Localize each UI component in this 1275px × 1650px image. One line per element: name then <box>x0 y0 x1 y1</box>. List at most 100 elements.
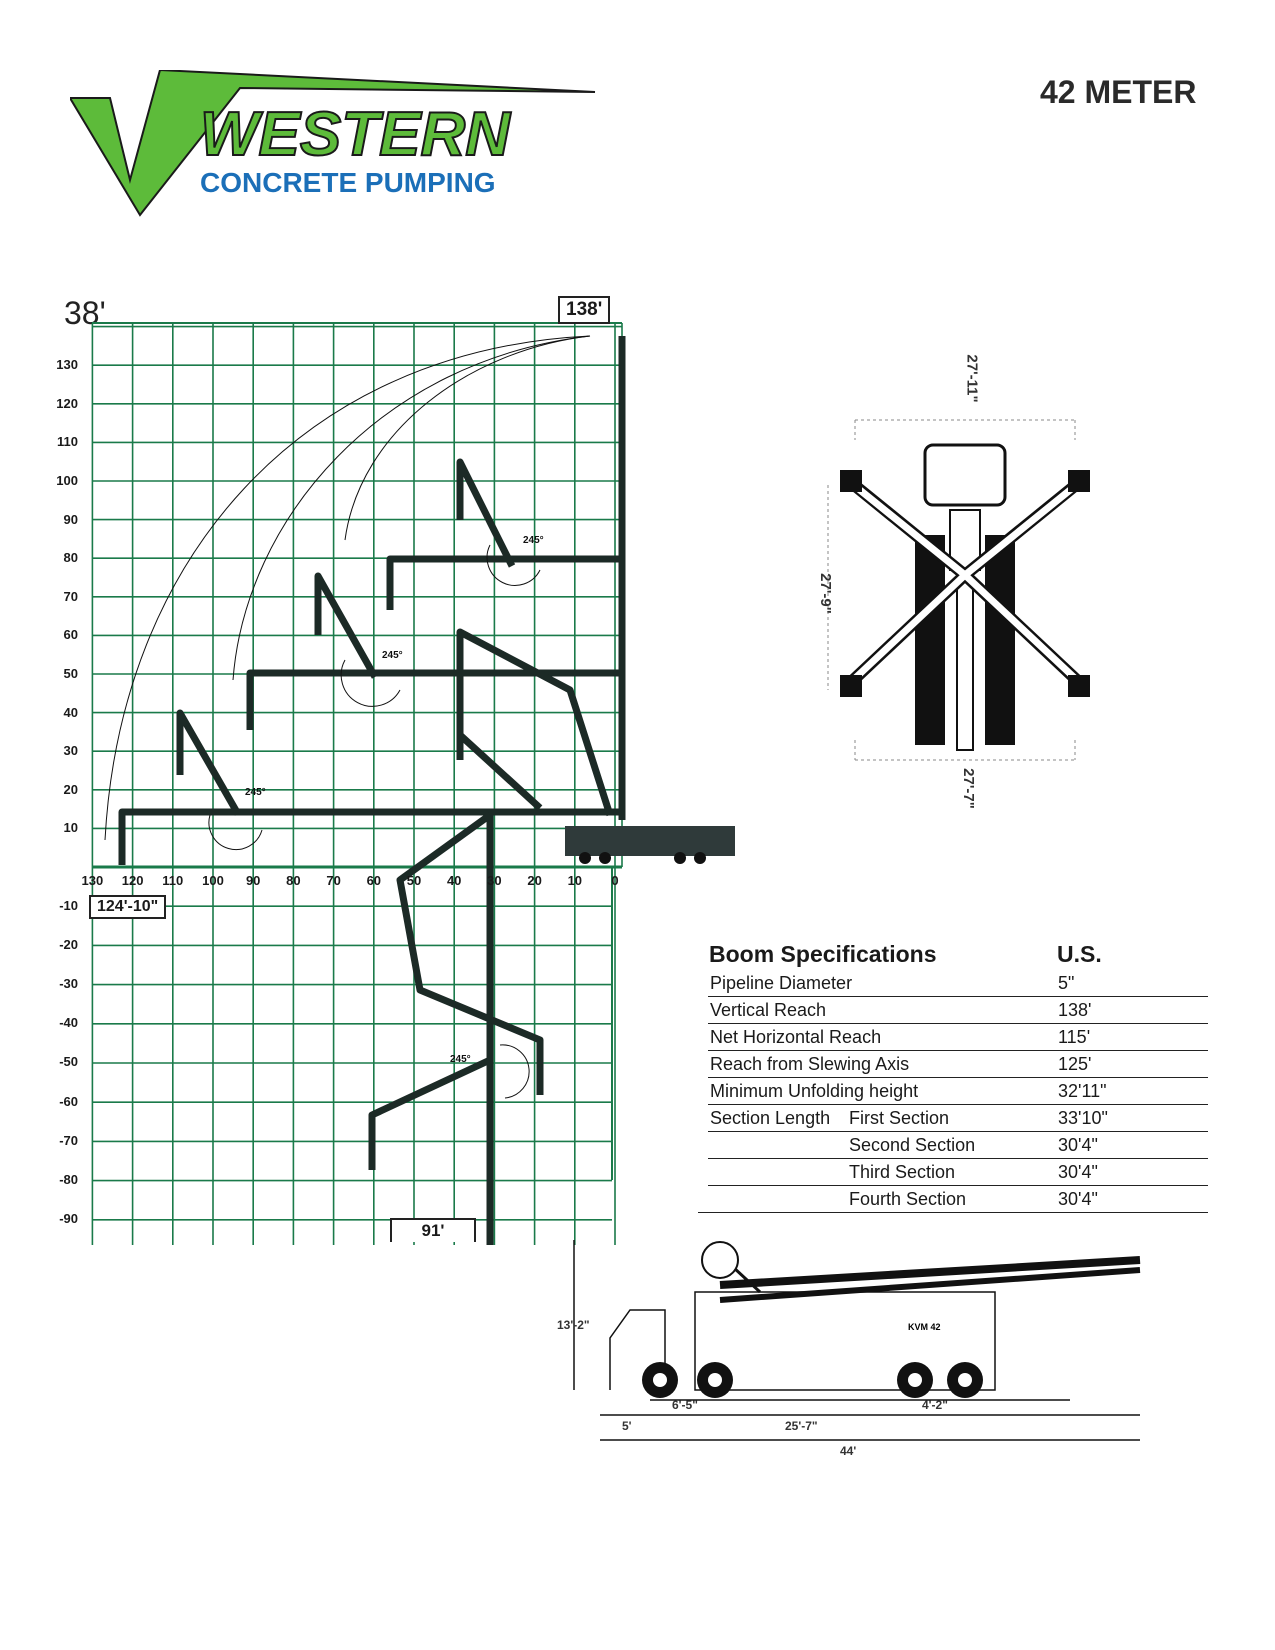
spec-value: 32'11" <box>1056 1077 1208 1105</box>
max-reach-label: 124'-10" <box>89 895 167 919</box>
spec-label: Section Length <box>708 1104 847 1132</box>
x-tick-label: 60 <box>366 873 382 888</box>
wheelbase-dim: 25'-7" <box>785 1419 818 1433</box>
y-tick-label: -50 <box>59 1054 78 1070</box>
reach-arc <box>232 335 591 681</box>
y-tick-label: 130 <box>56 357 78 373</box>
y-tick-label: 100 <box>56 473 78 488</box>
spec-value: 30'4" <box>1056 1185 1208 1213</box>
x-tick-label: 100 <box>202 873 224 888</box>
y-tick-label: -30 <box>59 976 78 991</box>
y-tick-label: 10 <box>63 820 78 836</box>
mini-truck-icon <box>565 826 735 864</box>
specs-heading: Boom Specifications <box>709 941 937 967</box>
specs-unit-heading: U.S. <box>1057 941 1102 967</box>
front-overhang-dim: 5' <box>622 1419 632 1433</box>
spec-label: Reach from Slewing Axis <box>708 1050 1056 1078</box>
y-tick-label: -80 <box>59 1172 78 1187</box>
spec-value: 5" <box>1056 970 1208 997</box>
x-tick-label: 30 <box>487 873 502 888</box>
front-axle-spacing-dim: 6'-5" <box>672 1398 698 1412</box>
spec-value: 125' <box>1056 1050 1208 1078</box>
spec-sub-label: Fourth Section <box>847 1185 1056 1213</box>
y-tick-label: 30 <box>63 743 78 759</box>
x-tick-label: 40 <box>446 873 462 888</box>
spec-label: Minimum Unfolding height <box>708 1077 1056 1105</box>
x-tick-label: 120 <box>121 873 144 888</box>
y-tick-label: -20 <box>59 936 78 952</box>
rear-axle-spacing-dim: 4'-2" <box>922 1398 948 1412</box>
logo-tagline: CONCRETE PUMPING <box>200 167 496 198</box>
x-tick-label: 80 <box>286 873 301 888</box>
reach-grid <box>91 322 623 1245</box>
x-tick-label: 10 <box>567 873 583 888</box>
y-tick-label: 50 <box>63 666 78 681</box>
outrigger-top-view <box>827 419 1090 761</box>
y-tick-label: 80 <box>63 550 78 566</box>
reach-arc <box>104 335 591 841</box>
spec-label <box>708 1185 847 1213</box>
truck-height-dim: 13'-2" <box>557 1318 590 1332</box>
angle-label: 245° <box>245 787 266 798</box>
y-tick-label: 90 <box>63 511 78 527</box>
spec-label: Vertical Reach <box>708 996 1056 1024</box>
overall-length-dim: 44' <box>840 1444 857 1458</box>
y-tick-label: 60 <box>63 627 78 643</box>
page-title: 42 METER <box>1040 74 1197 110</box>
angle-label: 245° <box>382 650 403 661</box>
spec-label <box>708 1131 847 1159</box>
logo-wordmark: WESTERN <box>200 100 511 169</box>
spec-sub-label: Second Section <box>847 1131 1056 1159</box>
max-depth-label: 91' <box>390 1218 476 1242</box>
y-tick-label: -90 <box>59 1211 78 1227</box>
x-tick-label: 0 <box>611 873 619 888</box>
x-tick-label: 70 <box>326 873 341 888</box>
x-tick-label: 130 <box>81 873 104 888</box>
spec-label <box>708 1158 847 1186</box>
spec-value: 115' <box>1056 1023 1208 1051</box>
spec-sub-label: Third Section <box>847 1158 1056 1186</box>
max-height-label: 138' <box>558 296 611 324</box>
x-tick-label: 50 <box>406 873 422 888</box>
spec-value: 30'4" <box>1056 1131 1208 1159</box>
boom-specifications-table: Boom Specifications U.S. Pipeline Diamet… <box>708 940 1208 1213</box>
reach-arc <box>344 335 591 541</box>
x-tick-label: 110 <box>162 873 184 888</box>
rear-width-dim: 27'-7" <box>959 768 977 809</box>
y-tick-label: 120 <box>56 395 78 411</box>
spec-value: 138' <box>1056 996 1208 1024</box>
western-logo: WESTERN CONCRETE PUMPING <box>70 70 596 217</box>
boom-positions <box>118 336 626 1245</box>
y-tick-label: -10 <box>59 897 78 913</box>
spec-label: Net Horizontal Reach <box>708 1023 1056 1051</box>
angle-label: 245° <box>450 1054 471 1065</box>
truck-side-view: KVM 42 <box>573 1240 1141 1441</box>
front-width-dim: 27'-11" <box>963 354 981 403</box>
side-spread-dim: 27'-9" <box>816 573 834 614</box>
y-tick-label: -40 <box>59 1015 78 1031</box>
angle-label: 245° <box>523 535 544 546</box>
spec-label: Pipeline Diameter <box>708 970 1056 997</box>
x-tick-label: 20 <box>527 873 542 888</box>
spec-value: 30'4" <box>1056 1158 1208 1186</box>
y-tick-label: 40 <box>63 704 78 720</box>
spec-value: 33'10" <box>1056 1104 1208 1132</box>
y-tick-label: -60 <box>59 1093 78 1109</box>
x-tick-label: 90 <box>245 873 261 888</box>
spec-sub-label: First Section <box>847 1104 1056 1132</box>
y-tick-label: 70 <box>63 588 78 604</box>
y-tick-label: -70 <box>59 1132 78 1148</box>
table-end-rule <box>698 1212 1170 1213</box>
truck-badge: KVM 42 <box>908 1322 941 1332</box>
chart-corner-label: 38' <box>64 295 106 331</box>
y-tick-label: 110 <box>57 434 78 450</box>
